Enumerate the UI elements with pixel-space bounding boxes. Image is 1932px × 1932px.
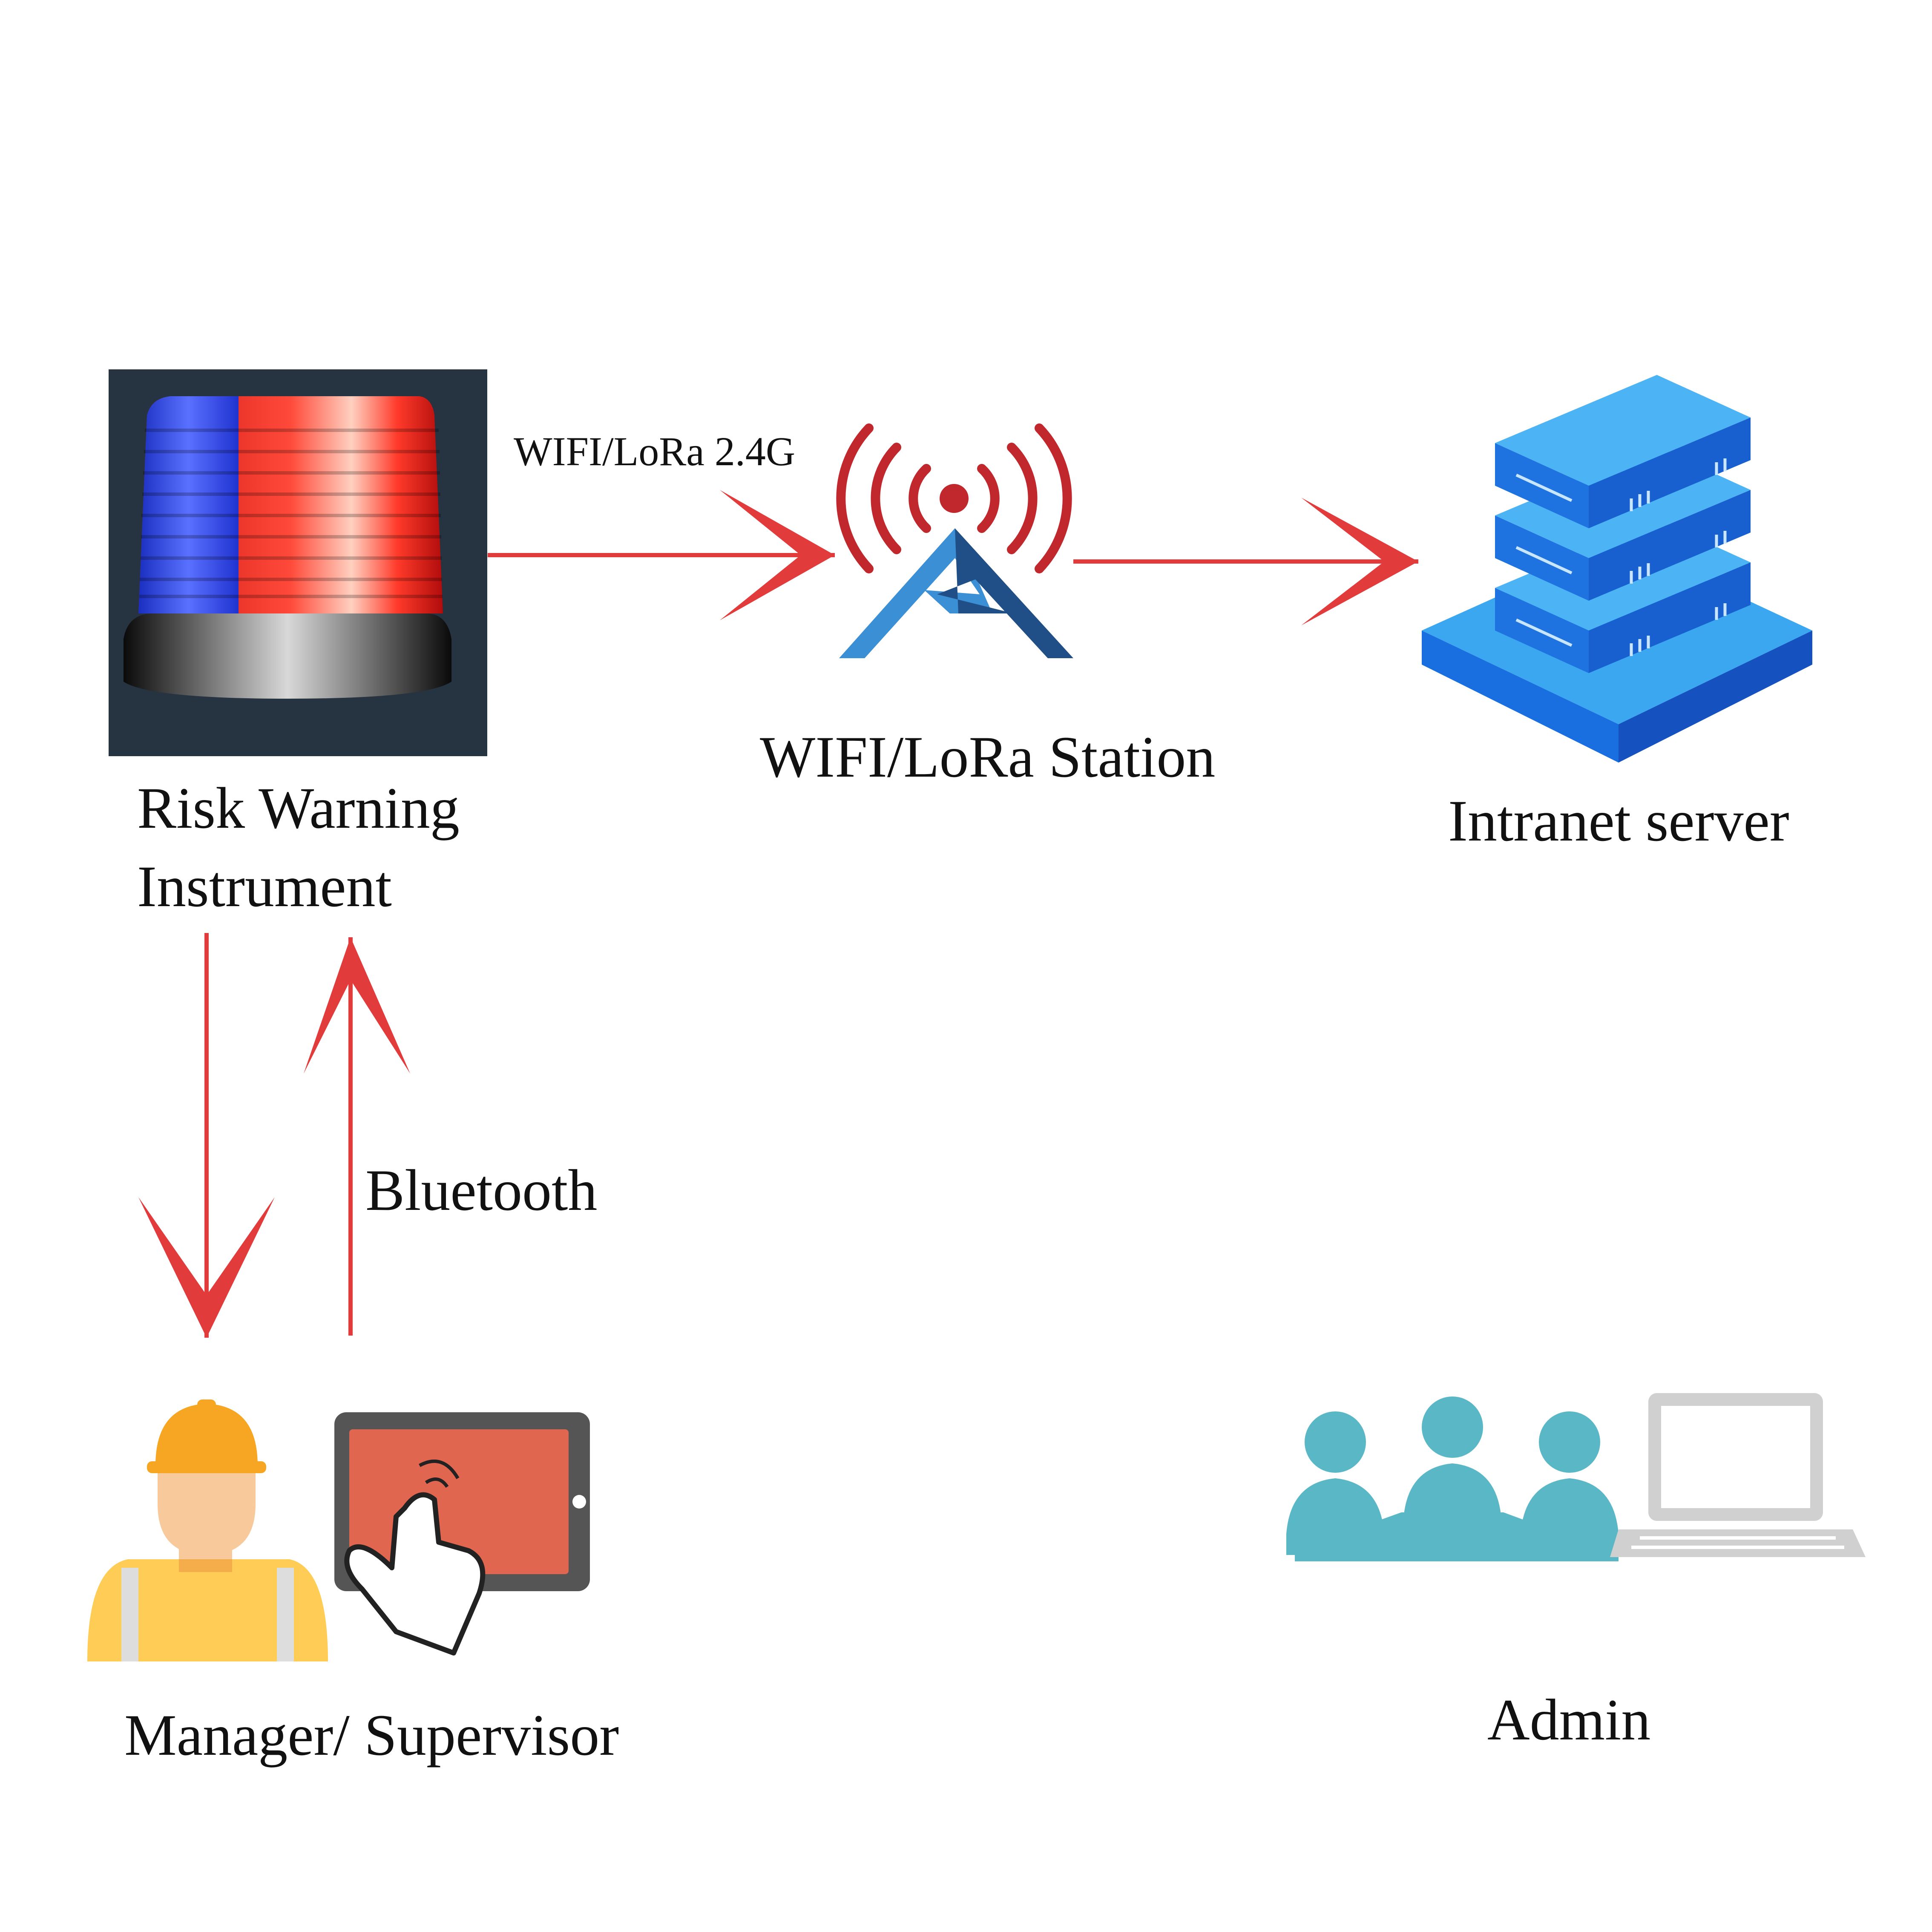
arrow-manager-to-instrument <box>304 937 410 1336</box>
server-label: Intranet server <box>1448 788 1789 853</box>
risk-warning-label-line1: Risk Warning <box>137 775 460 841</box>
arrow-station-to-server <box>1073 498 1418 625</box>
station-label: WIFI/LoRa Station <box>760 724 1216 789</box>
people-meeting-icon <box>1286 1396 1619 1561</box>
construction-worker-icon <box>87 1399 328 1661</box>
arrow-instrument-to-station <box>488 490 835 620</box>
server-stack-icon <box>1422 375 1812 763</box>
warning-beacon-icon <box>109 369 487 756</box>
laptop-icon <box>1610 1393 1866 1557</box>
admin-label: Admin <box>1487 1687 1651 1752</box>
tablet-touch-icon <box>334 1412 590 1656</box>
risk-warning-label-line2: Instrument <box>137 854 392 919</box>
arrow-instrument-to-manager <box>138 933 275 1338</box>
bluetooth-label: Bluetooth <box>365 1157 598 1223</box>
antenna-tower-icon <box>836 423 1073 658</box>
wifi-band-label: WIFI/LoRa 2.4G <box>514 429 796 474</box>
manager-label: Manager/ Supervisor <box>124 1702 619 1768</box>
